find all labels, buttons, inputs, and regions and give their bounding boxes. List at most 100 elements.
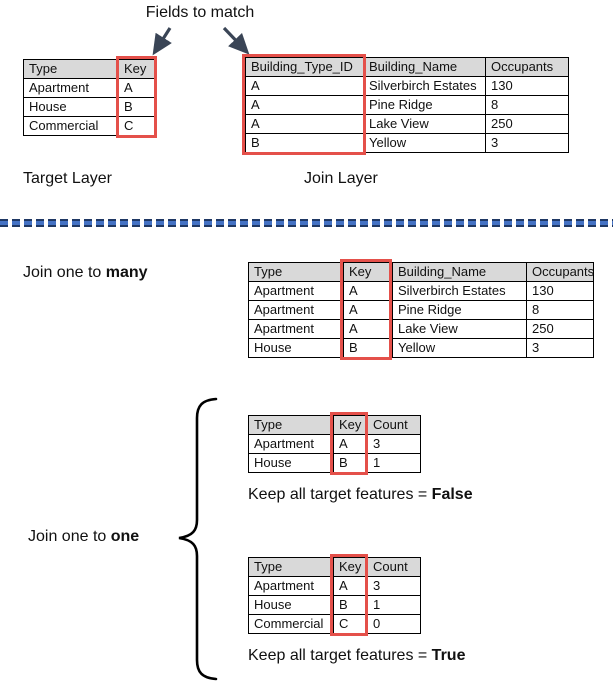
join-layer-label: Join Layer [304, 170, 378, 187]
table-cell: 0 [367, 614, 421, 634]
column-header: Building_Type_ID [245, 57, 364, 77]
table-cell: A [118, 78, 156, 98]
table-cell: Apartment [248, 319, 344, 339]
table-cell: House [23, 97, 119, 117]
column-header: Key [118, 59, 156, 79]
one-to-one-label: Join one to one [28, 528, 139, 546]
table-cell: A [343, 319, 393, 339]
table-cell: Lake View [363, 114, 486, 134]
table-cell: A [245, 76, 364, 96]
fields-to-match-label: Fields to match [145, 4, 255, 21]
table-cell: 3 [485, 133, 569, 153]
column-header: Type [248, 557, 334, 577]
table-cell: Apartment [248, 300, 344, 320]
table-cell: House [248, 453, 334, 473]
table-cell: Pine Ridge [392, 300, 527, 320]
table-cell: 3 [367, 434, 421, 454]
table-cell: Pine Ridge [363, 95, 486, 115]
table-cell: 1 [367, 595, 421, 615]
table-cell: Apartment [248, 576, 334, 596]
one-to-many-label-bold: many [105, 264, 148, 281]
table-cell: Silverbirch Estates [363, 76, 486, 96]
table-cell: Yellow [392, 338, 527, 358]
table-cell: A [245, 95, 364, 115]
false-caption-bold: False [431, 486, 473, 503]
table-cell: 3 [367, 576, 421, 596]
target-layer-label: Target Layer [23, 170, 112, 187]
column-header: Building_Name [363, 57, 486, 77]
table-cell: A [245, 114, 364, 134]
table-cell: Silverbirch Estates [392, 281, 527, 301]
table-cell: A [343, 281, 393, 301]
false-caption: Keep all target features = False [248, 486, 473, 504]
table-cell: 130 [526, 281, 594, 301]
column-header: Key [333, 557, 368, 577]
table-cell: 130 [485, 76, 569, 96]
column-header: Occupants [485, 57, 569, 77]
table-cell: C [118, 116, 156, 136]
table-cell: A [333, 576, 368, 596]
table-cell: Apartment [248, 434, 334, 454]
column-header: Count [367, 415, 421, 435]
table-cell: A [343, 300, 393, 320]
column-header: Key [333, 415, 368, 435]
table-cell: 1 [367, 453, 421, 473]
table-cell: House [248, 595, 334, 615]
column-header: Key [343, 262, 393, 282]
column-header: Type [23, 59, 119, 79]
table-cell: Commercial [248, 614, 334, 634]
table-cell: B [343, 338, 393, 358]
column-header: Building_Name [392, 262, 527, 282]
true-caption-bold: True [431, 647, 466, 664]
false-caption-text: Keep all target features = [248, 486, 432, 503]
section-divider [0, 219, 613, 227]
one-to-many-label-text: Join one to [23, 264, 106, 281]
table-cell: Lake View [392, 319, 527, 339]
column-header: Count [367, 557, 421, 577]
table-cell: C [333, 614, 368, 634]
one-to-one-label-bold: one [110, 528, 140, 545]
table-cell: B [333, 595, 368, 615]
table-cell: B [333, 453, 368, 473]
brace-icon [178, 397, 218, 681]
column-header: Type [248, 262, 344, 282]
table-cell: Apartment [248, 281, 344, 301]
table-cell: Apartment [23, 78, 119, 98]
one-to-many-label: Join one to many [23, 264, 148, 282]
field-match-arrows [152, 26, 250, 56]
table-cell: Commercial [23, 116, 119, 136]
table-cell: 250 [526, 319, 594, 339]
column-header: Occupants [526, 262, 594, 282]
arrow-to-join-key-icon [222, 26, 250, 55]
column-header: Type [248, 415, 334, 435]
table-cell: House [248, 338, 344, 358]
table-cell: 8 [485, 95, 569, 115]
table-cell: A [333, 434, 368, 454]
table-cell: 8 [526, 300, 594, 320]
table-cell: Yellow [363, 133, 486, 153]
true-caption: Keep all target features = True [248, 647, 465, 665]
arrow-to-target-key-icon [152, 27, 172, 56]
